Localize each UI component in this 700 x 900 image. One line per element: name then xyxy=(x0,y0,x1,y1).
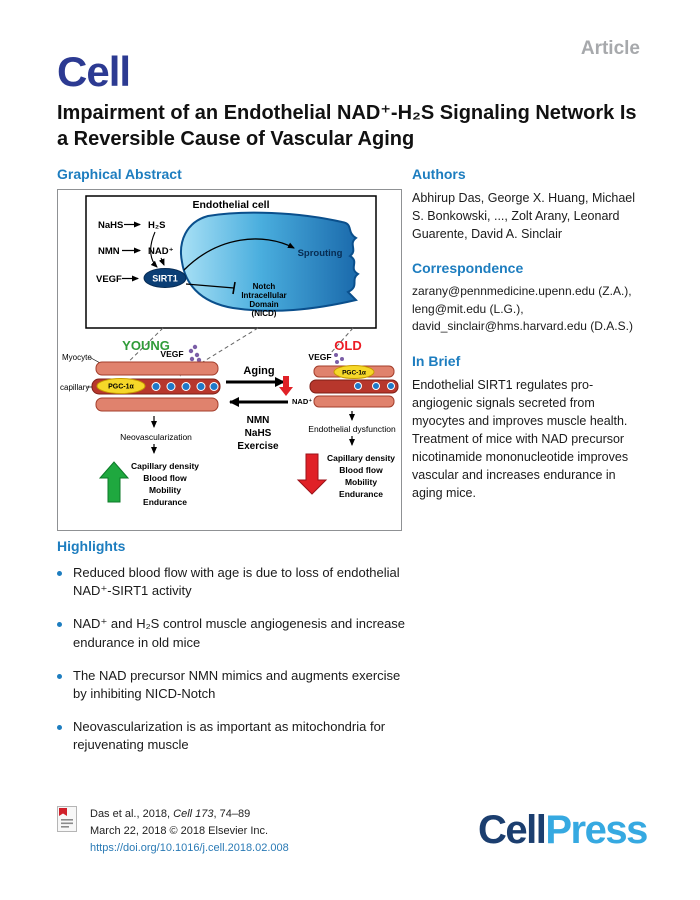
old-fiber-bottom xyxy=(313,395,395,408)
old-outcome-1: Capillary density xyxy=(327,453,395,463)
sprouting-label: Sprouting xyxy=(298,248,343,259)
cellpress-logo: CellPress xyxy=(478,808,648,853)
bullet-icon xyxy=(57,725,62,731)
footer: Das et al., 2018, Cell 173, 74–89 March … xyxy=(57,806,289,857)
highlight-text: Neovascularization is as important as mi… xyxy=(73,719,386,753)
bullet-icon xyxy=(57,622,62,628)
nahs-label: NaHS xyxy=(98,220,123,231)
young-pgc1a-label: PGC-1α xyxy=(108,384,134,391)
sirt1-node xyxy=(143,268,187,288)
article-type-label: Article xyxy=(580,38,640,59)
young-fiber-bottom xyxy=(95,397,219,412)
in-brief-text: Endothelial SIRT1 regulates pro-angiogen… xyxy=(412,377,629,501)
highlight-text: The NAD precursor NMN mimics and augment… xyxy=(73,667,401,701)
capillary-label: capillary xyxy=(60,383,89,392)
aging-label: Aging xyxy=(243,365,274,377)
notch-line3: Domain xyxy=(249,300,278,309)
cellpress-press-text: Press xyxy=(545,808,648,852)
old-muscle-diagram: VEGF NAD⁺ PGC-1α Endothelial dysfunction xyxy=(279,352,399,499)
endothelial-dysfunction-label: Endothelial dysfunction xyxy=(308,424,396,434)
nmn-label: NMN xyxy=(98,246,120,257)
old-label: OLD xyxy=(334,338,361,353)
neovascularization-label: Neovascularization xyxy=(120,432,192,442)
citation-block: Das et al., 2018, Cell 173, 74–89 March … xyxy=(90,806,289,857)
young-muscle-diagram: Myocyte VEGF PGC-1α capillary Neovascula… xyxy=(60,344,221,507)
old-pgc1a-node xyxy=(333,365,375,379)
author-names: Abhirup Das, George X. Huang, Michael S.… xyxy=(412,191,636,242)
endothelial-cell-box: Endothelial cell NaHS H₂S NMN NAD⁺ VEGF … xyxy=(85,195,377,329)
correspondence-emails: zarany@pennmedicine.upenn.edu (Z.A.), le… xyxy=(412,284,633,334)
highlight-item: The NAD precursor NMN mimics and augment… xyxy=(57,667,409,703)
correspondence-section: Correspondence zarany@pennmedicine.upenn… xyxy=(412,260,645,335)
old-capillary-band xyxy=(309,379,399,394)
doi-link[interactable]: https://doi.org/10.1016/j.cell.2018.02.0… xyxy=(90,842,289,855)
highlight-text: NAD⁺ and H₂S control muscle angiogenesis… xyxy=(73,616,406,650)
young-vegf-dots xyxy=(188,344,202,363)
myocyte-label: Myocyte xyxy=(62,353,92,362)
endothelial-cell-shape xyxy=(180,211,360,312)
old-nad-down-arrow xyxy=(279,376,293,396)
reverse-nahs-label: NaHS xyxy=(245,428,272,439)
graphical-abstract-svg: Endothelial cell NaHS H₂S NMN NAD⁺ VEGF … xyxy=(60,195,399,507)
nad-label: NAD⁺ xyxy=(148,246,174,257)
graphical-abstract-figure: Endothelial cell NaHS H₂S NMN NAD⁺ VEGF … xyxy=(57,189,402,531)
in-brief-section: In Brief Endothelial SIRT1 regulates pro… xyxy=(412,353,645,503)
reverse-nmn-label: NMN xyxy=(247,415,270,426)
highlights-heading: Highlights xyxy=(57,538,126,554)
highlight-text: Reduced blood flow with age is due to lo… xyxy=(73,565,400,599)
young-endothelial-nuclei xyxy=(151,382,219,391)
crossmark-icon[interactable] xyxy=(57,806,77,832)
young-outcome-1: Capillary density xyxy=(131,461,199,471)
old-nad-label: NAD⁺ xyxy=(292,397,312,406)
correspondence-heading: Correspondence xyxy=(412,260,524,277)
young-label: YOUNG xyxy=(122,338,170,353)
highlights-list: Reduced blood flow with age is due to lo… xyxy=(57,564,409,755)
highlight-item: NAD⁺ and H₂S control muscle angiogenesis… xyxy=(57,615,409,651)
young-pgc1a-node xyxy=(96,378,146,394)
zoom-dashed-lines xyxy=(115,327,354,377)
old-outcome-4: Endurance xyxy=(339,489,383,499)
authors-section: Authors Abhirup Das, George X. Huang, Mi… xyxy=(412,166,645,243)
highlights-section: Highlights Reduced blood flow with age i… xyxy=(57,538,409,770)
endothelial-cell-label: Endothelial cell xyxy=(192,199,269,211)
old-pgc1a-label: PGC-1α xyxy=(342,370,366,377)
copyright-line: March 22, 2018 © 2018 Elsevier Inc. xyxy=(90,825,269,838)
young-outcome-4: Endurance xyxy=(143,497,187,507)
graphical-abstract-heading: Graphical Abstract xyxy=(57,166,182,182)
young-outcome-2: Blood flow xyxy=(143,473,187,483)
young-vegf-label: VEGF xyxy=(160,349,183,359)
young-fiber-top xyxy=(95,361,219,376)
notch-line1: Notch xyxy=(253,282,276,291)
old-outcome-2: Blood flow xyxy=(339,465,383,475)
highlight-item: Reduced blood flow with age is due to lo… xyxy=(57,564,409,600)
citation-line: Das et al., 2018, Cell 173, 74–89 xyxy=(90,808,251,820)
in-brief-heading: In Brief xyxy=(412,352,461,369)
old-endothelial-nuclei xyxy=(354,382,395,390)
aging-arrows: Aging NMN NaHS Exercise xyxy=(226,365,288,452)
paper-title: Impairment of an Endothelial NAD⁺-H₂S Si… xyxy=(57,102,637,151)
vegf-label: VEGF xyxy=(96,274,122,285)
reverse-exercise-label: Exercise xyxy=(237,441,279,452)
h2s-label: H₂S xyxy=(148,220,165,231)
bullet-icon xyxy=(57,571,62,576)
highlight-item: Neovascularization is as important as mi… xyxy=(57,718,409,754)
authors-heading: Authors xyxy=(412,166,466,182)
young-outcome-3: Mobility xyxy=(149,485,181,495)
summary-column: Authors Abhirup Das, George X. Huang, Mi… xyxy=(412,166,645,519)
cellpress-cell-text: Cell xyxy=(478,808,547,852)
young-up-arrow xyxy=(98,461,130,503)
citation-journal: Cell 173 xyxy=(173,808,214,820)
old-vegf-dots xyxy=(334,353,344,364)
notch-line4: (NICD) xyxy=(252,309,277,318)
old-outcome-3: Mobility xyxy=(345,477,377,487)
bullet-icon xyxy=(57,673,62,679)
sirt1-label: SIRT1 xyxy=(152,274,178,284)
notch-line2: Intracellular xyxy=(241,291,286,300)
old-down-arrow xyxy=(296,453,328,495)
old-vegf-label: VEGF xyxy=(308,352,331,362)
cell-journal-logo: Cell xyxy=(57,48,131,95)
